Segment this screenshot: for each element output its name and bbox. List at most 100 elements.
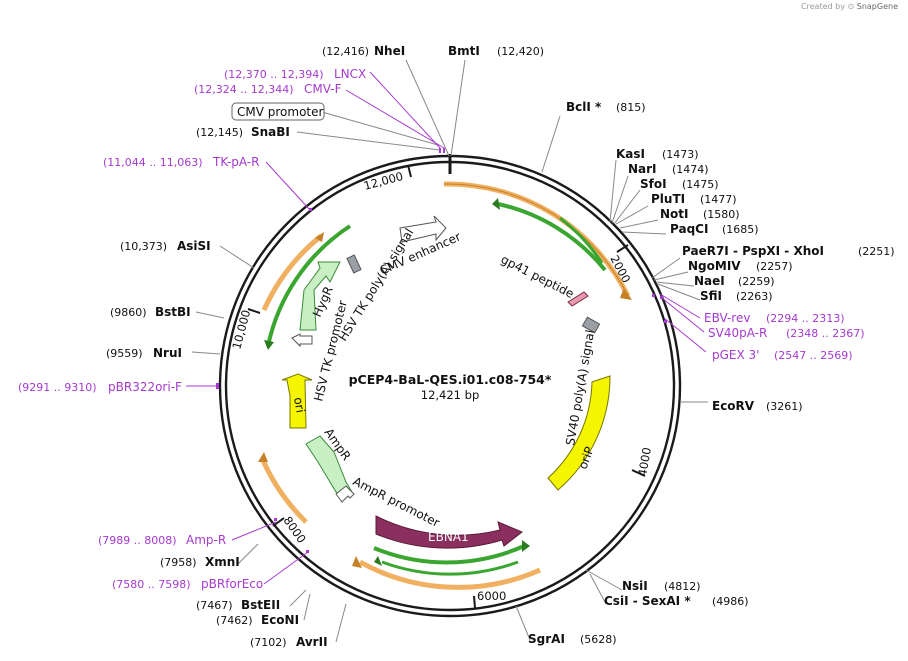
primer-range-ebvrev: (2294 .. 2313) [766, 312, 845, 325]
enzyme-pos-snabi: (12,145) [196, 126, 243, 139]
enzyme-naei: NaeI [694, 274, 725, 288]
primer-range-tkpar: (11,044 .. 11,063) [103, 156, 203, 169]
primer-cmvf: CMV-F [304, 82, 342, 96]
hsv-tk-polya-box[interactable] [346, 254, 362, 274]
enzyme-pos-bsteii: (7467) [196, 599, 233, 612]
plasmid-size: 12,421 bp [421, 388, 480, 402]
orip-arc[interactable] [547, 375, 611, 491]
primer-pgex3: pGEX 3' [712, 348, 759, 362]
enzyme-pos-kasi: (1473) [662, 148, 699, 161]
enzyme-ecorv: EcoRV [712, 399, 755, 413]
enzyme-pos-ngomiv: (2257) [756, 260, 793, 273]
enzyme-pos-nhei: (12,416) [322, 45, 369, 58]
snapgene-credit: Created by ⊙ SnapGene [801, 2, 898, 11]
cmv-enhancer-arrow[interactable] [399, 215, 447, 243]
enzyme-noti: NotI [660, 207, 689, 221]
ebna1-label: EBNA1 [428, 530, 469, 544]
enzyme-pos-econi: (7462) [216, 614, 253, 627]
enzyme-pos-nari: (1474) [672, 163, 709, 176]
credit-brand: SnapGene [856, 2, 898, 11]
enzyme-pos-avrii: (7102) [250, 636, 287, 649]
enzyme-pos-sgrai: (5628) [580, 633, 617, 646]
enzyme-ngomiv: NgoMIV [688, 259, 741, 273]
enzyme-asisi: AsiSI [177, 239, 211, 253]
snapgene-logo-icon: ⊙ [847, 2, 855, 11]
primer-pbrforeco: pBRforEco [201, 577, 263, 591]
enzyme-pos-paer7i: (2251) [858, 245, 895, 258]
enzyme-pos-bcli: (815) [616, 101, 646, 114]
primer-range-pgex3: (2547 .. 2569) [774, 349, 853, 362]
hygr-arrow[interactable] [299, 261, 341, 331]
enzyme-pos-bmti: (12,420) [497, 45, 544, 58]
hsv-tk-promoter-arrow[interactable] [291, 333, 313, 348]
primer-range-lncx: (12,370 .. 12,394) [224, 68, 324, 81]
primer-range-sv40par: (2348 .. 2367) [786, 327, 865, 340]
ebna1-arrow[interactable] [375, 515, 523, 549]
enzyme-bsteii: BstEII [241, 598, 280, 612]
enzyme-pos-csii: (4986) [712, 595, 749, 608]
orf-bottom-green-1 [373, 544, 525, 565]
ori-label: ori [291, 396, 307, 414]
gp41-arrow[interactable] [567, 291, 589, 307]
enzyme-nhei: NheI [374, 44, 405, 58]
enzyme-pos-asisi: (10,373) [120, 240, 167, 253]
enzyme-sfoi: SfoI [640, 177, 667, 191]
primer-sv40par: SV40pA-R [708, 326, 767, 340]
primer-range-cmvf: (12,324 .. 12,344) [194, 83, 294, 96]
primer-marks [216, 148, 667, 553]
enzyme-pos-sfii: (2263) [736, 290, 773, 303]
cmv-promoter-label: CMV promoter [237, 105, 324, 119]
orf-lower-left [259, 457, 308, 524]
hsv-tk-polya-label: HSV TK poly(A) signal [336, 226, 417, 344]
enzyme-pos-pluti: (1477) [700, 193, 737, 206]
enzyme-leaders [191, 59, 708, 643]
primer-range-pbr322orif: (9291 .. 9310) [18, 381, 97, 394]
orf-left-green [266, 224, 352, 347]
tick-4000: 4000 [635, 446, 654, 477]
enzyme-pos-xmni: (7958) [160, 556, 197, 569]
primer-range-pbrforeco: (7580 .. 7598) [112, 578, 191, 591]
primer-ebvrev: EBV-rev [704, 311, 750, 325]
enzyme-nrui: NruI [153, 346, 182, 360]
enzyme-pluti: PluTI [651, 192, 685, 206]
primer-ampr: Amp-R [186, 533, 226, 547]
orf-bottom-orange [358, 559, 542, 590]
enzyme-nari: NarI [628, 162, 657, 176]
ori-arrow[interactable] [281, 373, 313, 429]
sv40-polya-box[interactable] [581, 316, 601, 334]
enzyme-pos-paqci: (1685) [722, 223, 759, 236]
primer-tkpar: TK-pA-R [212, 155, 260, 169]
primer-range-ampr: (7989 .. 8008) [98, 534, 177, 547]
enzyme-paqci: PaqCI [670, 222, 708, 236]
ampr-promoter-arrow[interactable] [335, 485, 355, 503]
enzyme-nsii: NsiI [622, 579, 648, 593]
enzyme-pos-naei: (2259) [738, 275, 775, 288]
enzyme-bcli: BclI * [566, 100, 602, 114]
orf-left [261, 234, 323, 312]
ampr-promoter-label: AmpR promoter [351, 474, 442, 530]
enzyme-pos-bstbi: (9860) [110, 306, 147, 319]
cmv-promoter-box [231, 102, 325, 121]
enzyme-sgrai: SgrAI [528, 632, 565, 646]
primer-leaders [186, 71, 707, 585]
enzyme-sfii: SfiI [700, 289, 722, 303]
enzyme-econi: EcoNI [261, 613, 299, 627]
enzyme-avrii: AvrII [296, 635, 328, 649]
enzyme-pos-nsii: (4812) [664, 580, 701, 593]
enzyme-pos-noti: (1580) [703, 208, 740, 221]
plasmid-name: pCEP4-BaL-QES.i01.c08-754* [349, 372, 552, 387]
enzyme-bstbi: BstBI [155, 305, 191, 319]
primer-lncx: LNCX [334, 67, 366, 81]
enzyme-pos-nrui: (9559) [106, 347, 143, 360]
enzyme-bmti: BmtI [448, 44, 480, 58]
enzyme-pos-sfoi: (1475) [682, 178, 719, 191]
orf-arcs [258, 181, 632, 590]
enzyme-paer7i-pspxi-xhoi: PaeR7I - PspXI - XhoI [682, 244, 824, 258]
gp41-label: gp41 peptide [499, 252, 577, 301]
enzyme-xmni: XmnI [205, 555, 240, 569]
orf-top-right-green [497, 202, 607, 272]
enzyme-pos-ecorv: (3261) [766, 400, 803, 413]
enzyme-kasi: KasI [616, 147, 645, 161]
enzyme-csii-sexai: CsiI - SexAI * [604, 594, 691, 608]
